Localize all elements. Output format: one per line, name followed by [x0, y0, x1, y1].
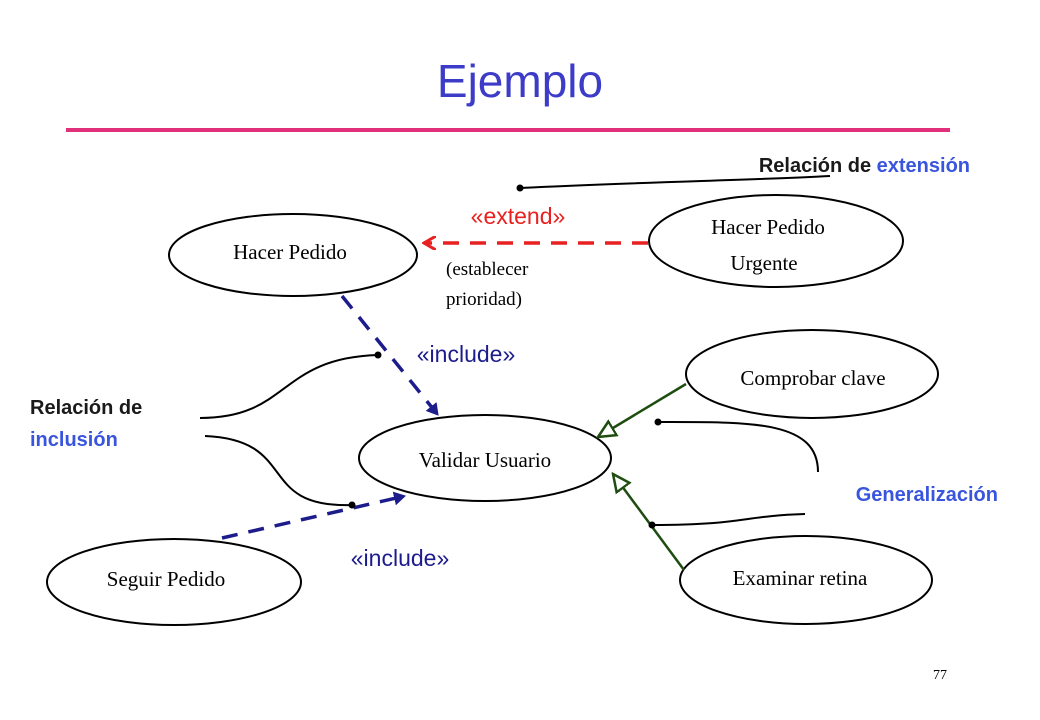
generalization-annotation: Generalización: [856, 484, 998, 506]
extension-annotation-word: extensión: [877, 155, 970, 177]
use-case-hacer-pedido-urgente-label-line1: Hacer Pedido: [711, 215, 825, 239]
inclusion-callout-dot-top: [374, 351, 382, 359]
extend-condition-line1: (establecer: [446, 259, 529, 280]
use-case-examinar-retina-label: Examinar retina: [733, 566, 868, 590]
use-case-hacer-pedido[interactable]: [168, 213, 418, 297]
slide-title: Ejemplo: [437, 55, 603, 107]
use-case-validar-usuario-label: Validar Usuario: [419, 448, 551, 472]
extension-callout-dot: [516, 184, 524, 192]
use-case-hacer-pedido-urgente-label-line2: Urgente: [730, 251, 797, 275]
extension-annotation-prefix: Relación de: [759, 155, 877, 177]
inclusion-annotation-line1: Relación de: [30, 397, 142, 419]
use-case-seguir-pedido-label: Seguir Pedido: [107, 567, 225, 591]
use-case-validar-usuario[interactable]: [358, 414, 612, 502]
include-stereotype-top: «include»: [417, 341, 515, 367]
use-case-seguir-pedido[interactable]: [46, 538, 302, 626]
extension-annotation: Relación de extensión: [759, 155, 970, 177]
use-case-comprobar-clave[interactable]: [685, 329, 939, 419]
generalization-callout-dot-bottom: [648, 521, 656, 529]
use-case-comprobar-clave-label: Comprobar clave: [740, 366, 885, 390]
generalization-callout-line-top: [657, 420, 819, 473]
extend-stereotype: «extend»: [471, 203, 566, 229]
include-stereotype-bottom: «include»: [351, 545, 449, 571]
generalization-callout-dot-top: [654, 418, 662, 426]
include-arrow-bottom: [221, 491, 406, 540]
generalization-arrow-examinar-retina: [613, 474, 686, 571]
use-case-hacer-pedido-urgente[interactable]: [648, 194, 904, 288]
inclusion-callout-line-top: [199, 354, 379, 419]
inclusion-callout-line-bottom: [204, 435, 353, 507]
use-case-examinar-retina[interactable]: [679, 535, 933, 625]
inclusion-annotation-line2: inclusión: [30, 429, 118, 451]
inclusion-callout-dot-bottom: [348, 501, 356, 509]
generalization-arrow-comprobar-clave: [598, 382, 687, 437]
extend-condition-line2: prioridad): [446, 289, 522, 310]
extension-callout-line: [519, 175, 831, 189]
generalization-callout-line-bottom: [651, 513, 806, 526]
use-case-hacer-pedido-label: Hacer Pedido: [233, 240, 347, 264]
page-number: 77: [933, 668, 947, 683]
